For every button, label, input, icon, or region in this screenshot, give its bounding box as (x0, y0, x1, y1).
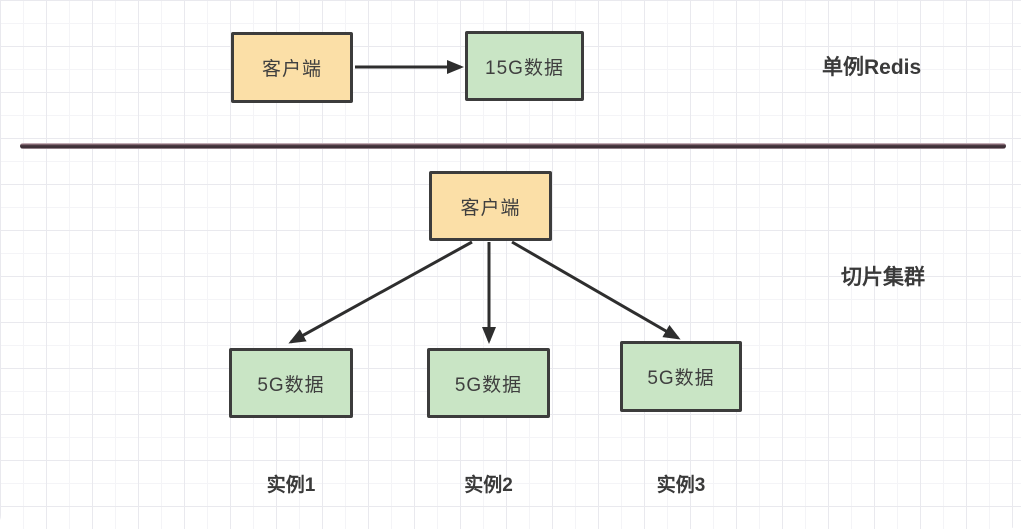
data-node-15g: 15G数据 (465, 31, 584, 101)
instance-label-2: 实例2 (464, 475, 513, 496)
section-label-sharded-cluster: 切片集群 (841, 266, 925, 289)
shard-node-1-label: 5G数据 (257, 374, 325, 396)
instance-label-1: 实例1 (266, 475, 316, 496)
client-node-single-label: 客户端 (261, 59, 322, 80)
section-label-single-redis: 单例Redis (822, 56, 922, 79)
arrow-client-to-shard-1-icon (288, 240, 473, 344)
shard-node-3: 5G数据 (620, 341, 742, 412)
shard-node-3-label: 5G数据 (647, 368, 715, 389)
data-node-15g-label: 15G数据 (485, 57, 564, 79)
shard-node-2-label: 5G数据 (454, 374, 523, 396)
instance-label-3: 实例3 (656, 475, 706, 496)
shard-node-1: 5G数据 (229, 348, 353, 418)
arrow-client-to-shard-3-icon (511, 240, 681, 340)
shard-node-2: 5G数据 (427, 348, 550, 418)
section-divider (20, 143, 1006, 149)
client-node-single: 客户端 (231, 32, 353, 103)
client-node-cluster: 客户端 (429, 171, 552, 241)
client-node-cluster-label: 客户端 (460, 197, 521, 219)
